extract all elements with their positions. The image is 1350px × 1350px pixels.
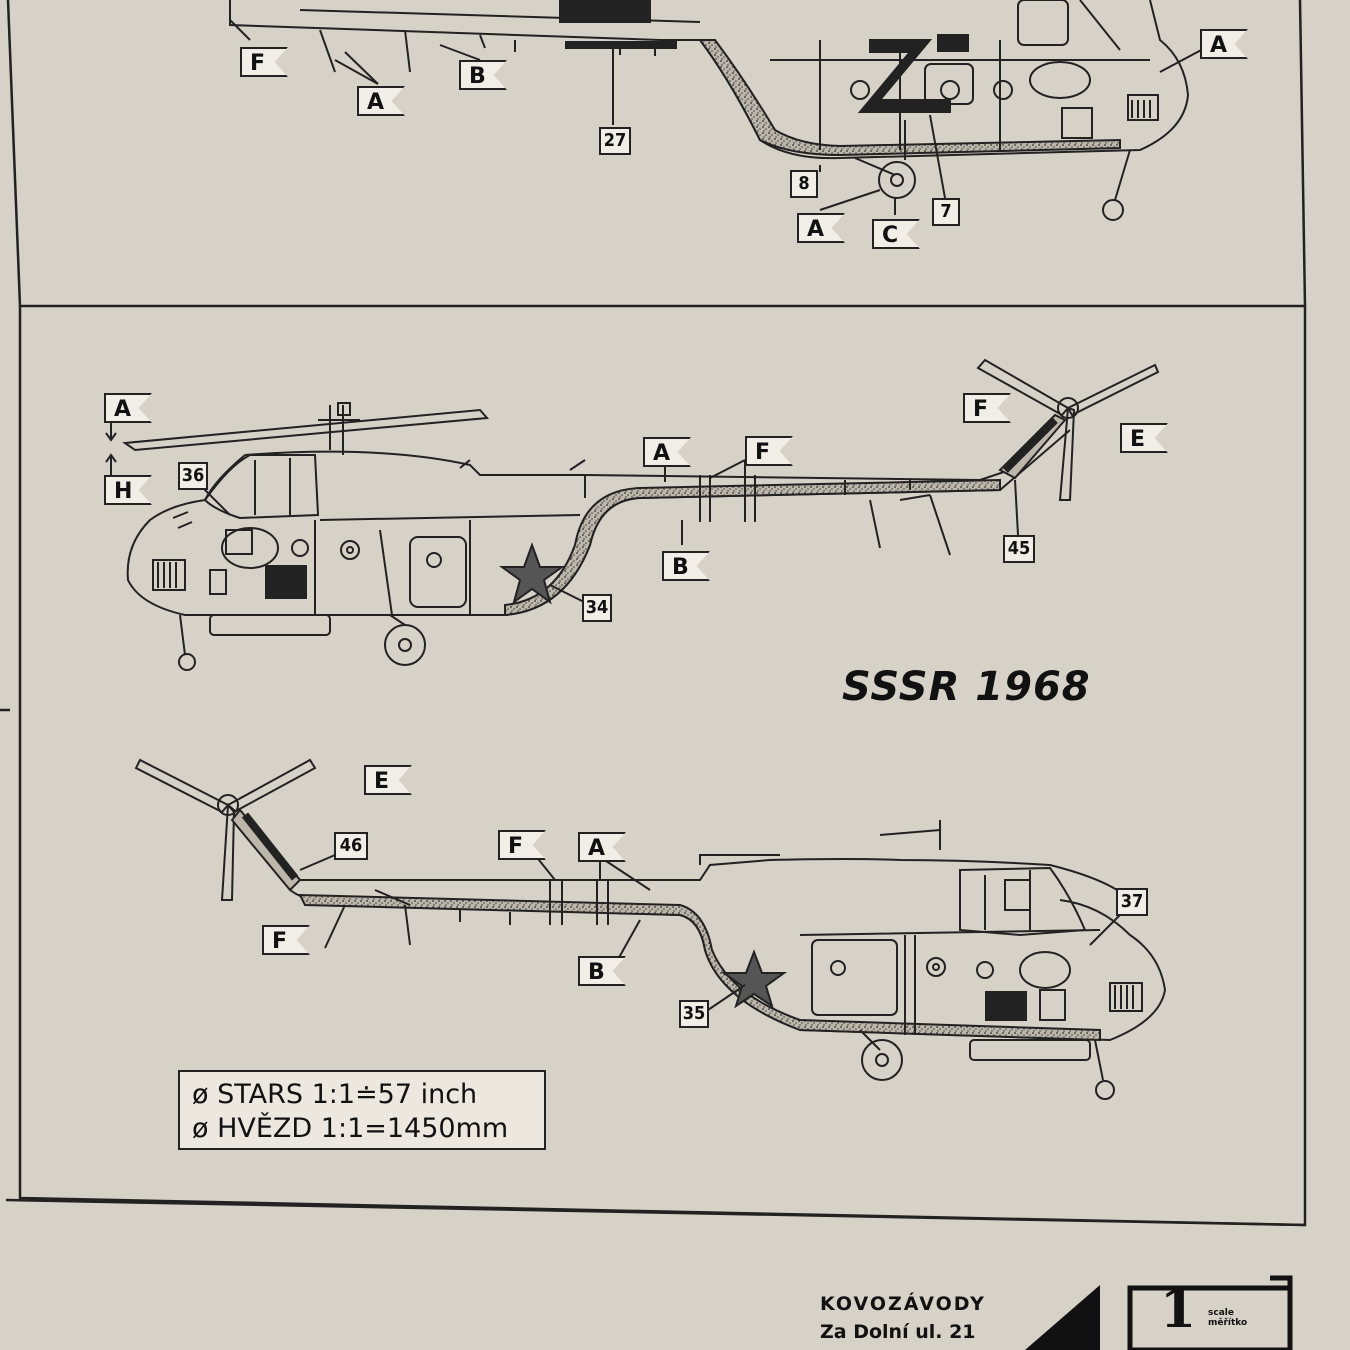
decal-number-8: 8 xyxy=(790,170,818,198)
manufacturer-name: KOVOZÁVODY xyxy=(820,1293,986,1315)
decal-number-36: 36 xyxy=(178,462,208,490)
scale-logo-word-cz: měřítko xyxy=(1208,1318,1248,1328)
scale-logo-word: scale xyxy=(1208,1308,1234,1318)
decal-callout-f: F xyxy=(262,925,310,955)
scale-logo: 1 scale měřítko xyxy=(1120,1278,1280,1350)
scale-line-czech: ø HVĚZD 1:1=1450mm xyxy=(192,1113,509,1144)
middle-helicopter-drawing xyxy=(105,358,1160,671)
scheme-heading: SSSR 1968 xyxy=(842,664,1091,710)
decal-number-34: 34 xyxy=(582,594,612,622)
decal-number-37: 37 xyxy=(1116,888,1148,916)
frame-lines xyxy=(0,0,1307,1227)
decal-number-45: 45 xyxy=(1003,535,1035,563)
logo-graphic xyxy=(1025,1275,1293,1350)
manufacturer-address: Za Dolní ul. 21 xyxy=(820,1321,976,1343)
decal-number-35: 35 xyxy=(679,1000,709,1028)
decal-callout-h: H xyxy=(104,475,152,505)
decal-number-27: 27 xyxy=(599,127,631,155)
decal-number-46: 46 xyxy=(334,832,368,860)
decal-number-7: 7 xyxy=(932,198,960,226)
scale-logo-number: 1 xyxy=(1160,1279,1197,1340)
scale-logo-caption: scale měřítko xyxy=(1208,1308,1248,1328)
top-helicopter-drawing xyxy=(229,0,1206,221)
scale-line-english: ø STARS 1:1≐57 inch xyxy=(192,1079,478,1110)
bottom-helicopter-drawing xyxy=(134,758,1167,1100)
decal-callout-a: A xyxy=(104,393,152,423)
star-scale-note: ø STARS 1:1≐57 inch ø HVĚZD 1:1=1450mm xyxy=(178,1070,546,1150)
manufacturer-block: KOVOZÁVODY Za Dolní ul. 21 xyxy=(820,1290,986,1346)
